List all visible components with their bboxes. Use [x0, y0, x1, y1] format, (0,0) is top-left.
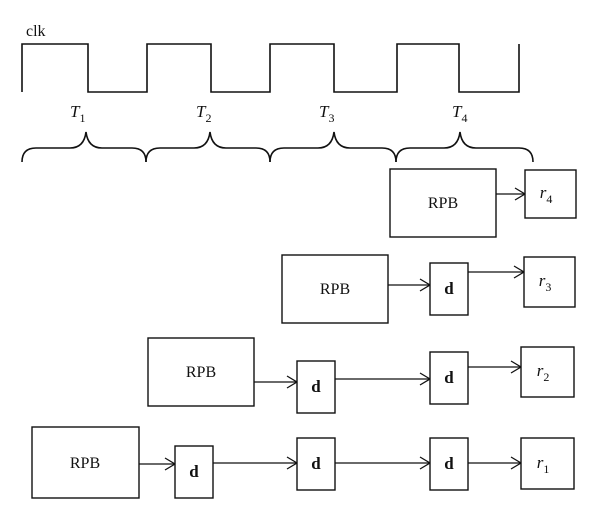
clock-label: clk: [26, 23, 46, 40]
output-box: [524, 169, 577, 219]
delay-label: d: [311, 454, 321, 473]
period-label-1: T1: [70, 102, 85, 125]
period-label-4: T4: [452, 102, 467, 125]
delay-label: d: [444, 279, 454, 298]
period-brace-1: [21, 131, 147, 163]
clock-waveform: [21, 43, 520, 93]
delay-label: d: [444, 454, 454, 473]
period-brace-3: [269, 131, 397, 163]
period-brace-4: [395, 131, 534, 163]
rpb-block: [31, 426, 140, 499]
rpb-block: [389, 168, 497, 238]
delay-label: d: [444, 368, 454, 387]
delay-box: [296, 437, 336, 491]
rpb-label: RPB: [70, 455, 100, 472]
output-label: r1: [537, 453, 550, 476]
output-label: r2: [537, 361, 550, 384]
delay-box: [429, 351, 469, 405]
rpb-label: RPB: [186, 364, 216, 381]
delay-box: [174, 445, 214, 499]
pipeline-row-3: RPB d r3: [281, 254, 576, 324]
rpb-label: RPB: [428, 195, 458, 212]
output-box: [523, 256, 576, 308]
delay-box: [429, 262, 469, 316]
output-box: [520, 437, 575, 490]
pipeline-row-1: RPB d d d r1: [31, 426, 575, 499]
delay-box: [429, 437, 469, 491]
period-brace-2: [145, 131, 271, 163]
period-label-3: T3: [319, 102, 334, 125]
output-box: [520, 346, 575, 398]
delay-box: [296, 360, 336, 414]
pipeline-row-4: RPB r4: [389, 168, 577, 238]
output-label: r3: [539, 271, 552, 294]
rpb-block: [281, 254, 389, 324]
delay-label: d: [311, 377, 321, 396]
rpb-block: [147, 337, 255, 407]
period-label-2: T2: [196, 102, 211, 125]
rpb-label: RPB: [320, 281, 350, 298]
delay-label: d: [189, 462, 199, 481]
output-label: r4: [540, 183, 553, 206]
pipeline-row-2: RPB d d r2: [147, 337, 575, 414]
